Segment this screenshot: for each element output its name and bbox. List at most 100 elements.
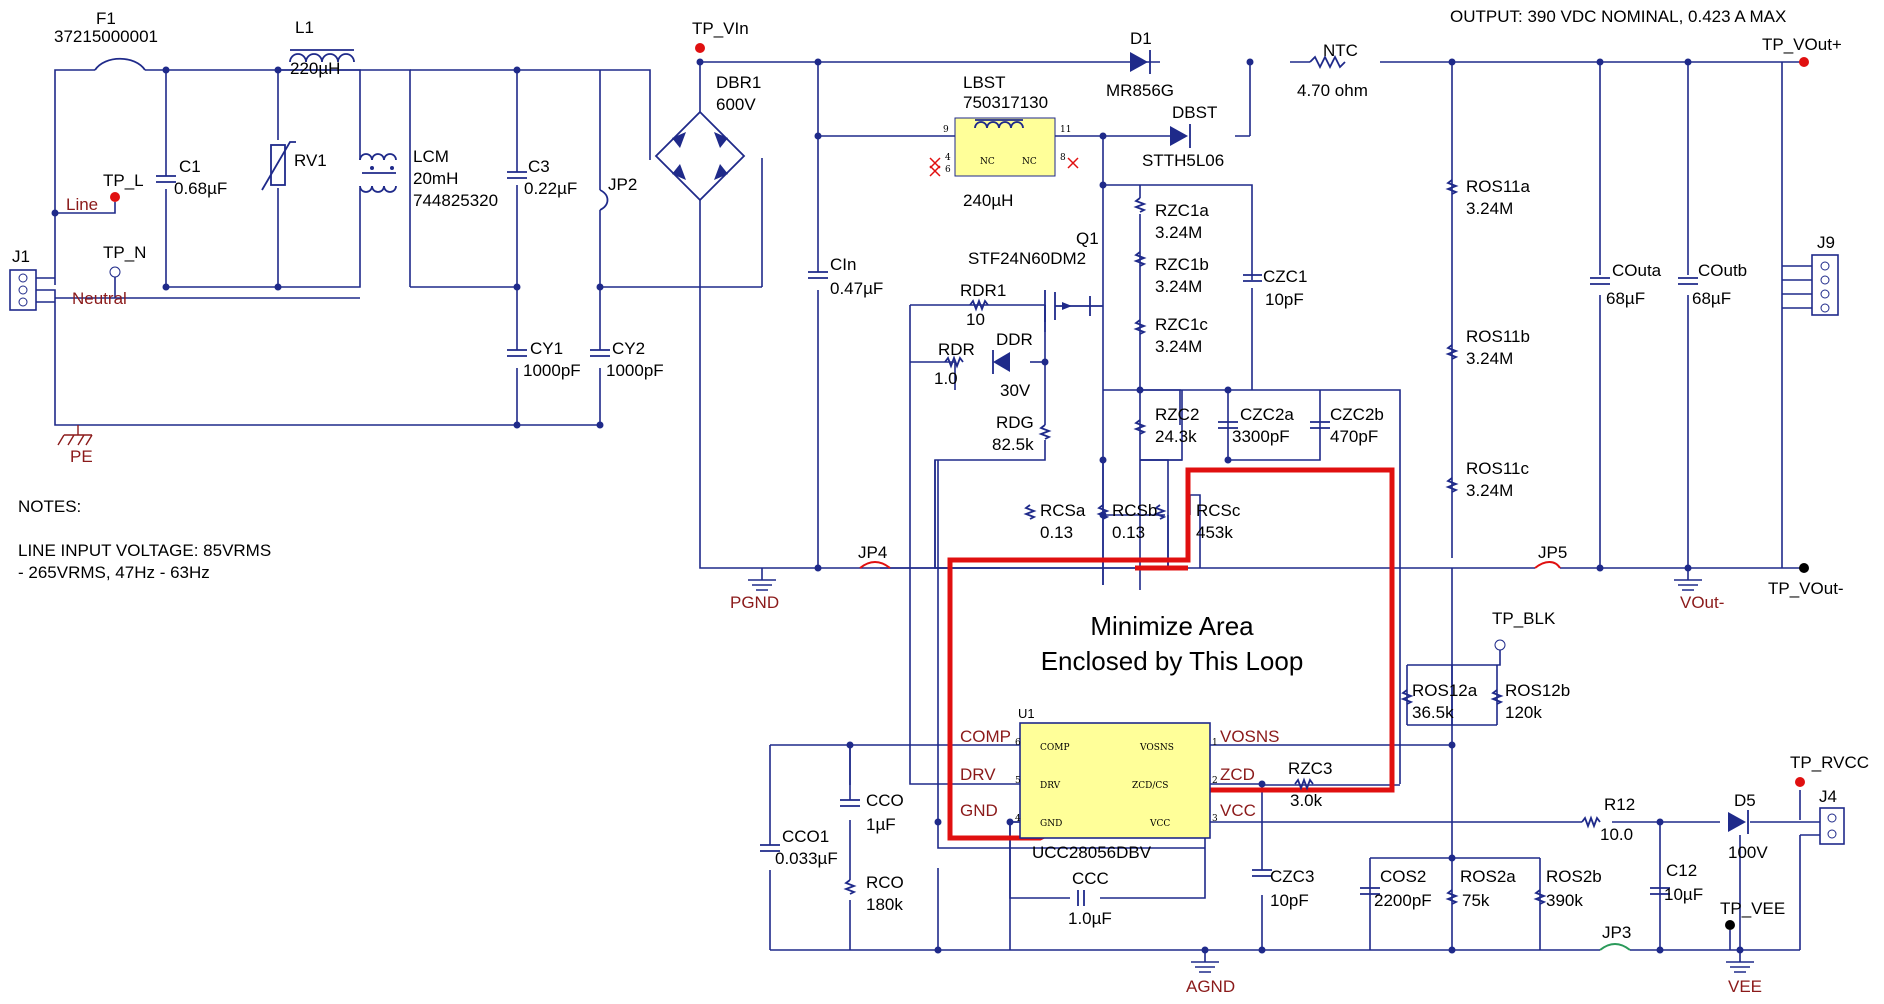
rzc3-ref: RZC3: [1288, 759, 1332, 778]
fuse-symbol: [94, 57, 146, 71]
lbst-nc-left: NC: [980, 157, 995, 167]
tp-l-dot: [110, 192, 120, 202]
lcm-coil-a: [359, 153, 397, 161]
dbst-ref: DBST: [1172, 103, 1217, 122]
d5-body: [1728, 812, 1746, 832]
j4-body: [1819, 807, 1845, 845]
tp-voutp-dot: [1799, 57, 1809, 67]
u1-chip: COMP DRV GND VOSNS ZCD/CS VCC 6 5 4 1 2 …: [1015, 722, 1218, 839]
rzc1b-zig: [1133, 251, 1147, 267]
u1-pin-num-4: 4: [1015, 814, 1021, 824]
cin-cap: [808, 271, 828, 279]
vout-ground-icon: [1674, 568, 1702, 591]
c12-value: 10µF: [1664, 885, 1703, 904]
nc-x-marks: [929, 157, 1079, 177]
net-gnd: GND: [960, 801, 998, 820]
cos2-ref: COS2: [1380, 867, 1426, 886]
lbst-coil: [974, 121, 1024, 129]
rv1-ref: RV1: [294, 151, 327, 170]
lbst-pin-6: 6: [945, 165, 951, 175]
dbst-part: STTH5L06: [1142, 151, 1224, 170]
connectors: [9, 254, 1845, 845]
rco-zig: [843, 879, 857, 895]
vee-ground-icon: [1726, 950, 1754, 973]
bridge-d4: [714, 164, 728, 180]
net-vosns: VOSNS: [1220, 727, 1280, 746]
rzc1b-ref: RZC1b: [1155, 255, 1209, 274]
rzc1c-ref: RZC1c: [1155, 315, 1208, 334]
dbr1-ref: DBR1: [716, 73, 761, 92]
l1-coil: [289, 53, 355, 63]
rzc2-zig: [1133, 419, 1147, 435]
c1-cap: [156, 175, 176, 183]
czc2b-cap: [1310, 421, 1330, 429]
l1-value: 220µH: [290, 59, 340, 78]
cy2-ref: CY2: [612, 339, 645, 358]
bridge-outline: [654, 110, 746, 202]
c3-value: 0.22µF: [524, 179, 577, 198]
rcsc-zig: [1153, 504, 1167, 520]
czc2b-value: 470pF: [1330, 427, 1378, 446]
rcsa-ref: RCSa: [1040, 501, 1086, 520]
u1-pin-zcdcs: ZCD/CS: [1132, 781, 1168, 791]
rzc2-ref: RZC2: [1155, 405, 1199, 424]
lcm-coil-b: [359, 185, 397, 193]
couta-value: 68µF: [1606, 289, 1645, 308]
ros2b-ref: ROS2b: [1546, 867, 1602, 886]
ros11b-value: 3.24M: [1466, 349, 1513, 368]
cco-cap: [840, 799, 860, 807]
net-agnd: AGND: [1186, 977, 1235, 996]
ros11c-zig: [1445, 477, 1459, 493]
c12-ref: C12: [1666, 861, 1697, 880]
lbst-pin-4: 4: [945, 153, 951, 163]
f1-part: 37215000001: [54, 27, 158, 46]
tp-blk-label: TP_BLK: [1492, 609, 1556, 628]
d1-ref: D1: [1130, 29, 1152, 48]
tp-vin-label: TP_VIn: [692, 19, 749, 38]
c1-value: 0.68µF: [174, 179, 227, 198]
tp-vin-dot: [695, 43, 705, 53]
net-zcd: ZCD: [1220, 765, 1255, 784]
lbst-body: [954, 117, 1056, 177]
ros11b-ref: ROS11b: [1466, 327, 1530, 346]
ntc-value: 4.70 ohm: [1297, 81, 1368, 100]
jp4-arc: [859, 561, 891, 569]
dbst-body: [1170, 126, 1188, 146]
bridge-d2: [714, 132, 728, 148]
rdg-value: 82.5k: [992, 435, 1034, 454]
q1-arrow: [1062, 302, 1072, 310]
q1-part: STF24N60DM2: [968, 249, 1086, 268]
r12-zig: [1581, 815, 1601, 829]
rdr1-value: 10: [966, 310, 985, 329]
rzc1a-ref: RZC1a: [1155, 201, 1209, 220]
tp-vee-label: TP_VEE: [1720, 899, 1785, 918]
ros11a-value: 3.24M: [1466, 199, 1513, 218]
d1-part: MR856G: [1106, 81, 1174, 100]
czc1-cap: [1243, 274, 1262, 282]
tp-rvcc-label: TP_RVCC: [1790, 753, 1869, 772]
u1-pin-num-2: 2: [1212, 776, 1218, 786]
notes-line-1: LINE INPUT VOLTAGE: 85VRMS: [18, 541, 271, 560]
jp3-ref: JP3: [1602, 923, 1631, 942]
u1-pin-num-3: 3: [1212, 814, 1218, 824]
tp-voutp-label: TP_VOut+: [1762, 35, 1842, 54]
u1-pin-num-5: 5: [1015, 776, 1021, 786]
rdr1-ref: RDR1: [960, 281, 1006, 300]
tp-rvcc-dot: [1795, 777, 1805, 787]
rzc1c-zig: [1133, 319, 1147, 335]
ros11a-zig: [1445, 179, 1459, 195]
c12-cap: [1650, 887, 1670, 895]
net-drv: DRV: [960, 765, 996, 784]
czc3-ref: CZC3: [1270, 867, 1314, 886]
cy1-ref: CY1: [530, 339, 563, 358]
testpoints: [55, 43, 1809, 950]
rco-ref: RCO: [866, 873, 904, 892]
lbst-pin-8: 8: [1060, 153, 1066, 163]
u1-pin-vcc: VCC: [1149, 819, 1170, 829]
u1-part: UCC28056DBV: [1032, 843, 1152, 862]
net-pe: PE: [70, 447, 93, 466]
rv1-body: [270, 144, 286, 186]
loop-note-line-2: Enclosed by This Loop: [1041, 646, 1304, 676]
pgnd-ground-icon: [748, 568, 776, 591]
net-pgnd: PGND: [730, 593, 779, 612]
